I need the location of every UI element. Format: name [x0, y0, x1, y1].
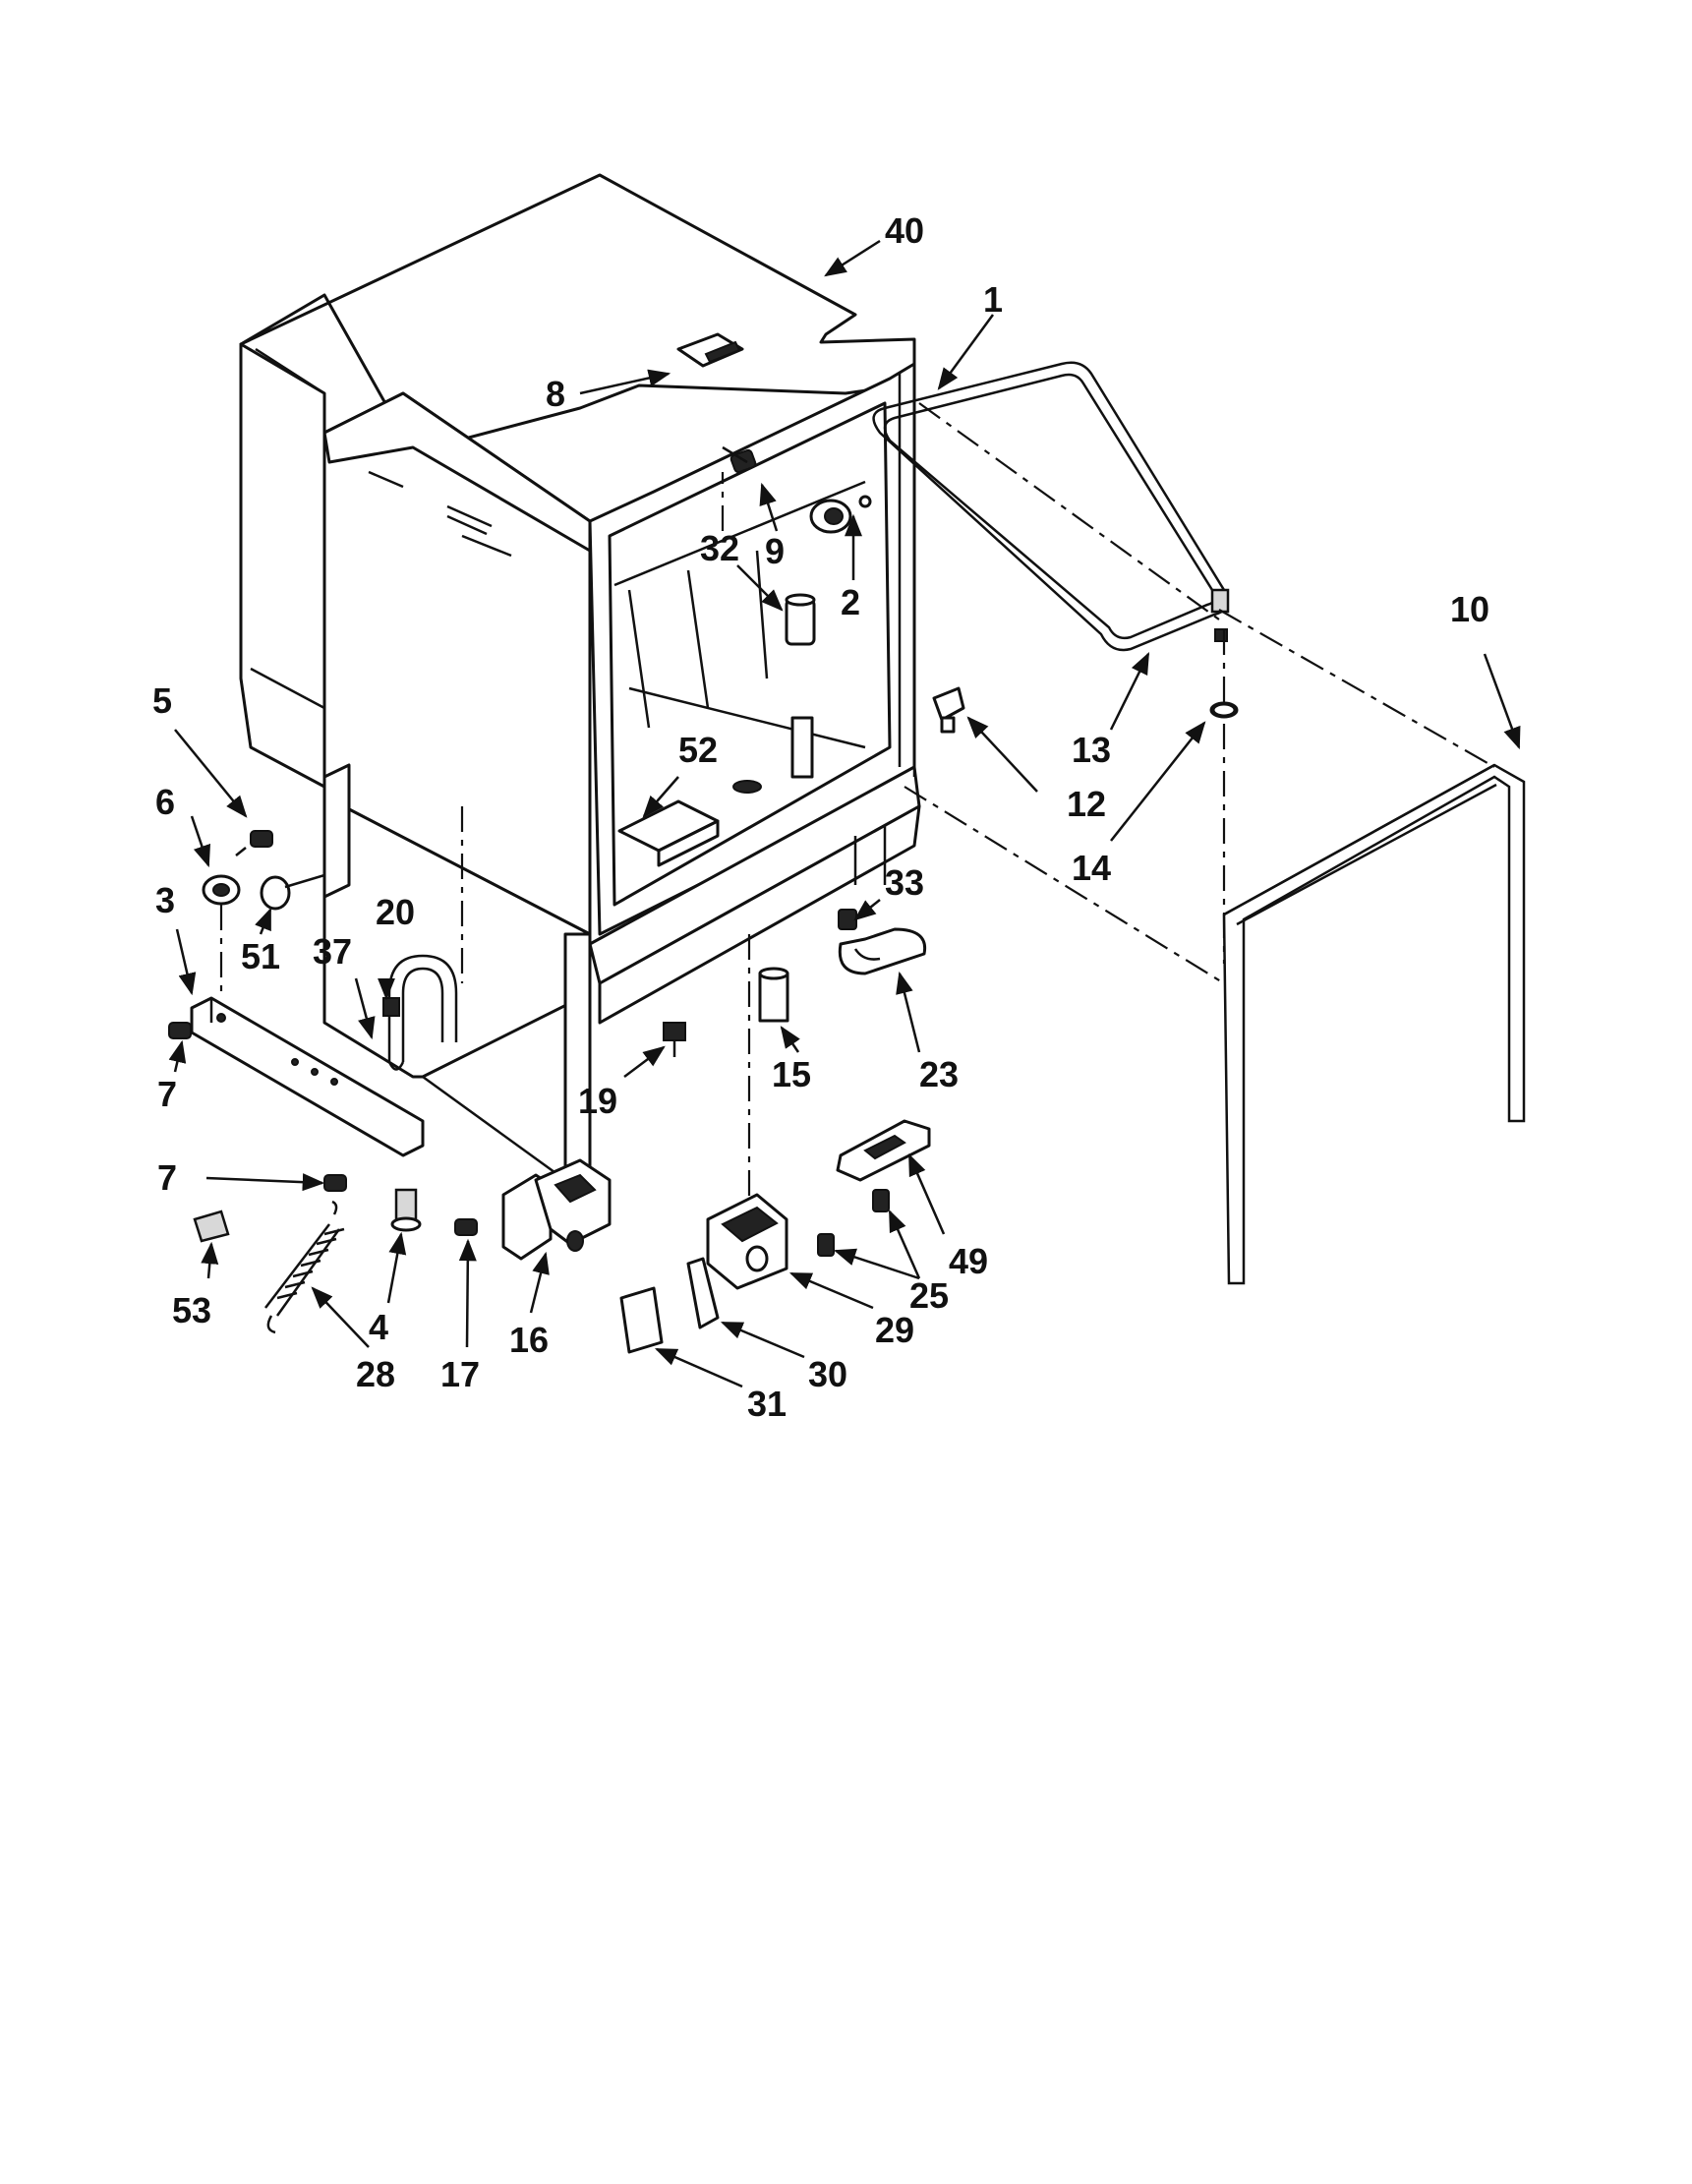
callout-6: 6	[155, 782, 175, 822]
callout-52: 52	[678, 730, 718, 770]
toe-plate	[598, 804, 921, 1025]
callout-53: 53	[172, 1290, 211, 1330]
callout-28: 28	[356, 1354, 395, 1394]
callout-37: 37	[313, 931, 352, 972]
insulation-blanket	[239, 173, 916, 454]
part-washer	[1211, 702, 1237, 718]
callout-14: 14	[1072, 848, 1111, 888]
part-leveling-leg	[390, 1188, 422, 1232]
callout-29: 29	[875, 1310, 914, 1350]
part-latch	[706, 1193, 788, 1290]
callout-23: 23	[919, 1054, 959, 1094]
callout-51: 51	[241, 936, 280, 976]
leader-lines	[168, 239, 1521, 1388]
callout-25: 25	[909, 1275, 949, 1316]
part-strike	[836, 1119, 931, 1182]
part-fill-funnel	[809, 495, 872, 534]
part-hose-clamp	[838, 927, 927, 975]
callout-20: 20	[376, 892, 415, 932]
part-spacer	[758, 967, 789, 1023]
callout-7b: 7	[157, 1157, 177, 1198]
part-screw-top	[722, 445, 757, 474]
callout-3: 3	[155, 880, 175, 920]
support-frame	[1222, 763, 1526, 1285]
callout-4: 4	[369, 1307, 388, 1347]
callout-15: 15	[772, 1054, 811, 1094]
part-tape	[193, 1210, 230, 1243]
part-hinge	[501, 1158, 612, 1261]
callout-33: 33	[885, 862, 924, 903]
callout-17: 17	[440, 1354, 480, 1394]
callout-19: 19	[578, 1081, 617, 1121]
hinge-bracket-left	[322, 763, 351, 899]
callout-7a: 7	[157, 1074, 177, 1114]
callout-1: 1	[983, 279, 1003, 320]
part-screw-7b	[323, 1174, 347, 1192]
callout-5: 5	[152, 680, 172, 721]
part-clip-right	[932, 686, 965, 734]
part-screw-25a	[872, 1189, 890, 1212]
callout-labels: 40 1 8 32 9 2 10 13 12 14 5 6 3 51 52 33…	[152, 210, 1489, 1424]
part-screw-left	[235, 830, 273, 856]
part-grommet-19	[663, 1022, 686, 1057]
part-heater-bracket	[617, 780, 762, 867]
callout-9: 9	[765, 531, 785, 571]
heating-element	[872, 361, 1239, 719]
callout-12: 12	[1067, 784, 1106, 824]
part-float	[785, 593, 816, 779]
callout-16: 16	[509, 1320, 549, 1360]
part-nut	[838, 909, 857, 930]
part-screw-7a	[168, 1022, 192, 1039]
callout-30: 30	[808, 1354, 847, 1394]
part-grommet	[202, 874, 241, 906]
callout-8: 8	[546, 374, 565, 414]
tub-base-front	[563, 932, 592, 1182]
callout-10: 10	[1450, 589, 1489, 629]
insulation-side	[239, 342, 326, 789]
callout-49: 49	[949, 1241, 988, 1281]
callout-2: 2	[841, 582, 860, 622]
part-leveling-bolt	[260, 873, 325, 911]
part-latch-arm	[686, 1257, 720, 1329]
part-clip	[676, 332, 744, 368]
tub-assembly	[239, 173, 921, 1182]
callout-32: 32	[700, 528, 739, 568]
callout-40: 40	[885, 210, 924, 251]
part-screw-25b	[817, 1233, 835, 1257]
part-screw-17	[454, 1218, 478, 1236]
callout-31: 31	[747, 1384, 787, 1424]
part-spring	[264, 1200, 345, 1334]
part-latch-cover	[619, 1286, 664, 1354]
callout-13: 13	[1072, 730, 1111, 770]
